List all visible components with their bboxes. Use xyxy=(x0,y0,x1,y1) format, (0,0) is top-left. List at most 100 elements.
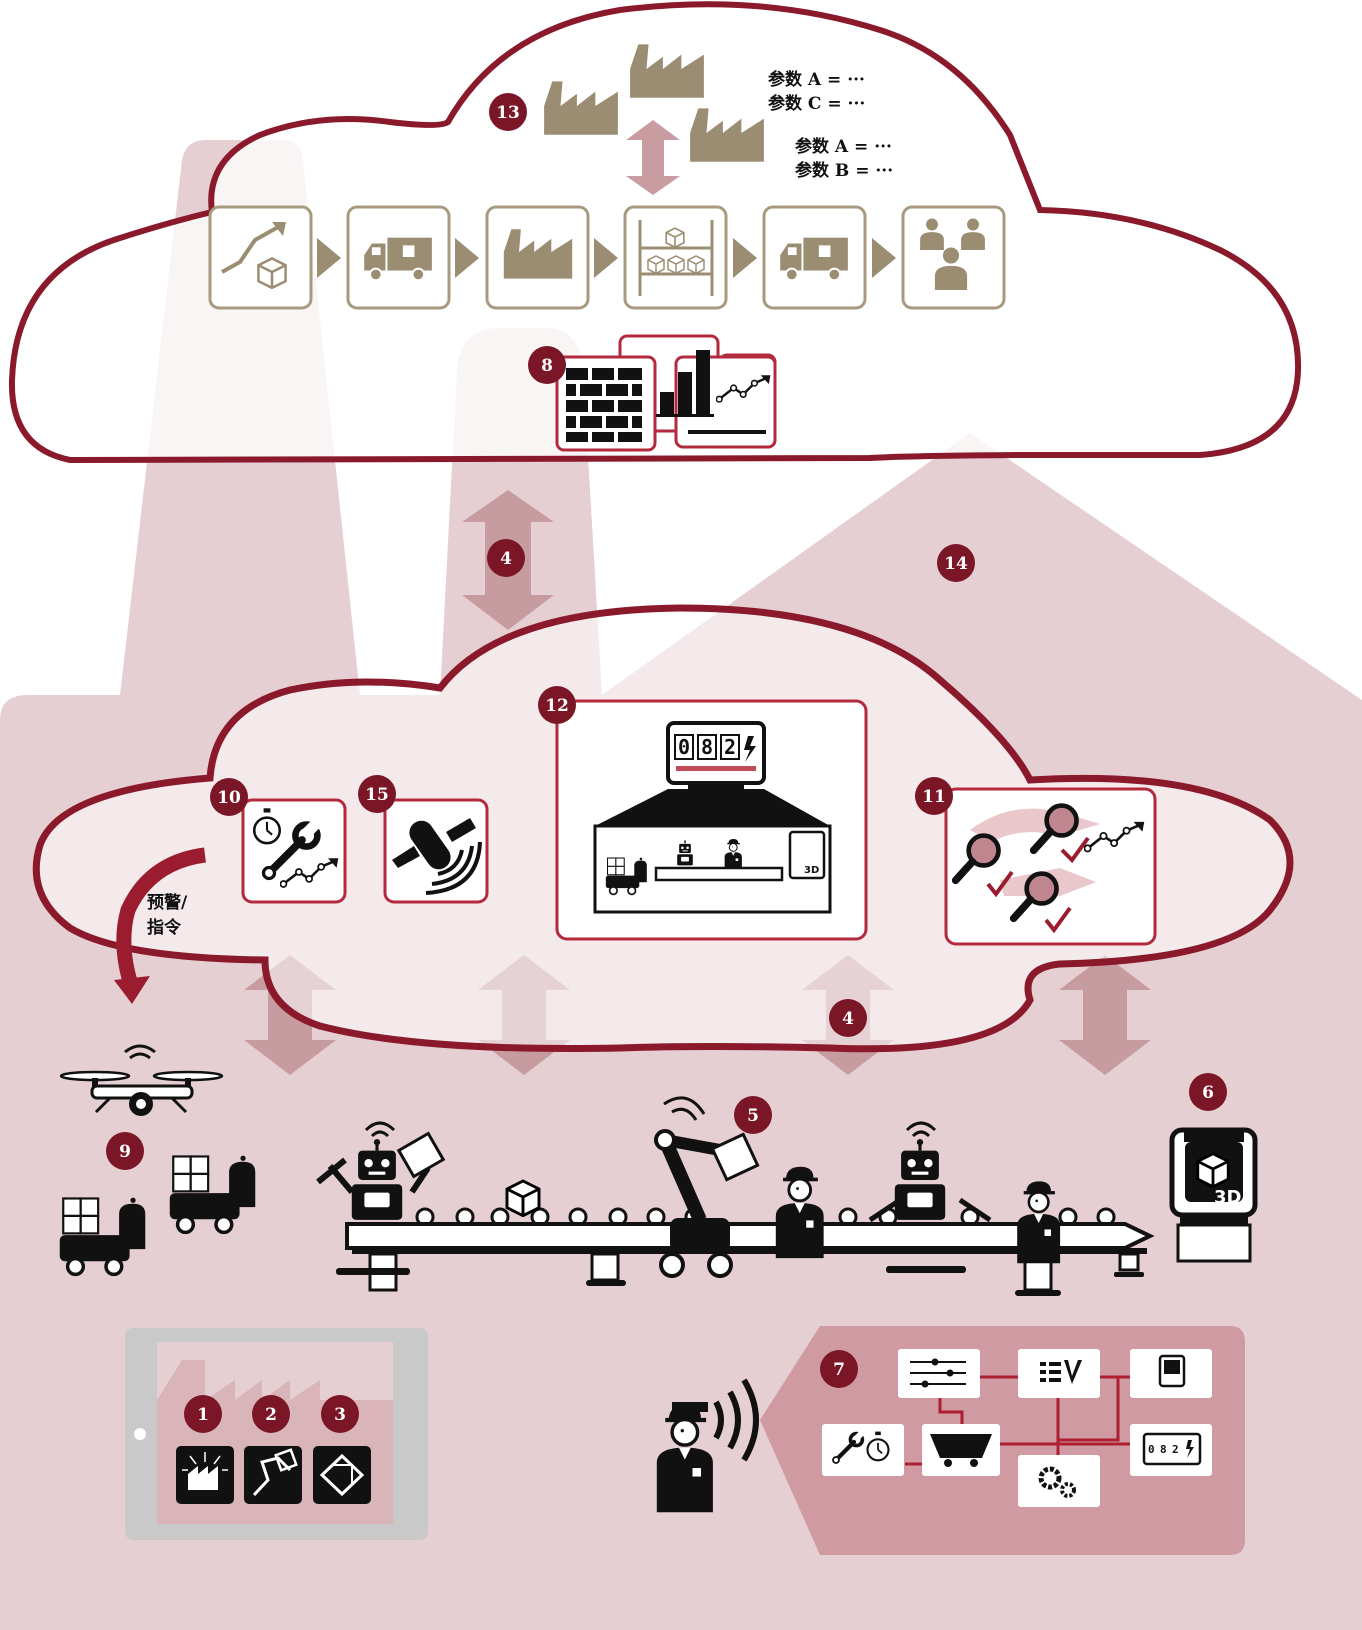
flow-arrow-icon xyxy=(872,238,896,278)
box-icon xyxy=(665,227,685,248)
svg-text:8: 8 xyxy=(541,356,553,376)
svg-text:10: 10 xyxy=(217,788,241,808)
supply-step-truck xyxy=(346,205,451,310)
param-line: 参数 A = ··· xyxy=(768,69,865,90)
quality-inspection-panel xyxy=(944,787,1157,946)
supply-step-warehouse xyxy=(623,205,728,310)
badge-1: 1 xyxy=(184,1395,222,1433)
checkmark-icon xyxy=(1060,836,1090,864)
industrial-robot-arm xyxy=(654,1096,760,1278)
svg-text:4: 4 xyxy=(500,549,512,569)
arrowhead-icon xyxy=(114,976,150,1004)
bar-chart-icon xyxy=(656,350,714,417)
badge-6: 6 xyxy=(1189,1073,1227,1111)
flow-arrow-icon xyxy=(733,238,757,278)
supply-chain-row xyxy=(208,205,1006,310)
lightning-icon xyxy=(744,736,756,762)
parameter-block-lower: 参数 A = ··· 参数 B = ··· xyxy=(795,136,893,181)
svg-text:13: 13 xyxy=(496,103,520,123)
counter-digit: 0 xyxy=(1148,1443,1155,1456)
svg-text:4: 4 xyxy=(842,1009,854,1029)
badge-7: 7 xyxy=(820,1350,858,1388)
supply-step-delivery xyxy=(762,205,867,310)
box-icon xyxy=(257,257,287,289)
badge-14: 14 xyxy=(937,544,975,582)
param-line: 参数 A = ··· xyxy=(795,136,892,157)
badge-4: 4 xyxy=(487,539,525,577)
predictive-maintenance-panel xyxy=(241,798,347,904)
badge-12: 12 xyxy=(538,686,576,724)
badge-11: 11 xyxy=(915,777,953,815)
counter-digit: 8 xyxy=(701,735,713,759)
box-icon xyxy=(505,1179,541,1217)
box-icon xyxy=(1196,1152,1230,1188)
badge-2: 2 xyxy=(252,1395,290,1433)
badge-10: 10 xyxy=(210,778,248,816)
badge-13: 13 xyxy=(489,93,527,131)
svg-text:9: 9 xyxy=(119,1142,131,1162)
digital-twin-panel: 0 8 2 3D xyxy=(555,699,868,941)
hall-roof xyxy=(595,789,830,826)
counter-digit: 2 xyxy=(1172,1443,1179,1456)
brick-wall-icon xyxy=(566,368,642,442)
exchange-arrow-vertical xyxy=(626,120,680,195)
drone-icon xyxy=(59,1044,224,1116)
app-icon-3d-model[interactable] xyxy=(313,1446,371,1504)
svg-text:1: 1 xyxy=(197,1405,209,1425)
app-icon-assembly[interactable] xyxy=(244,1446,302,1504)
badge-9: 9 xyxy=(106,1132,144,1170)
printer-3d-label: 3D xyxy=(1214,1187,1241,1208)
counter-digit: 0 xyxy=(678,735,690,759)
robot-arms-left xyxy=(316,1121,446,1222)
ar-worker xyxy=(657,1378,759,1512)
box-icon xyxy=(647,255,665,274)
svg-text:11: 11 xyxy=(922,787,946,807)
checkmark-icon xyxy=(986,870,1014,898)
badge-4: 4 xyxy=(829,999,867,1037)
flow-arrow-icon xyxy=(455,238,479,278)
trend-line-icon xyxy=(688,373,772,434)
svg-text:12: 12 xyxy=(545,696,569,716)
param-line: 参数 C = ··· xyxy=(768,93,865,114)
svg-text:3: 3 xyxy=(334,1405,346,1425)
tablet-app-panel xyxy=(125,1328,428,1540)
svg-text:15: 15 xyxy=(365,785,389,805)
parameter-block-upper: 参数 A = ··· 参数 C = ··· xyxy=(768,69,865,114)
counter-digit: 2 xyxy=(724,735,736,759)
dashboard-tile-maintenance[interactable] xyxy=(822,1424,904,1476)
alert-label: 预警/ xyxy=(147,892,188,913)
dashboard-tile-cart[interactable] xyxy=(922,1424,1000,1476)
dashboard-tile-counter[interactable]: 0 8 2 xyxy=(1130,1424,1212,1476)
robot-station-right xyxy=(868,1121,992,1223)
3d-printer-icon: 3D xyxy=(1169,1127,1258,1263)
svg-text:5: 5 xyxy=(747,1106,759,1126)
dashboard-tile-list[interactable] xyxy=(1018,1349,1100,1398)
supply-step-factory xyxy=(485,205,590,310)
dashboard-panel: 0 8 2 xyxy=(760,1326,1245,1555)
svg-text:7: 7 xyxy=(833,1360,845,1380)
lightning-icon xyxy=(1186,1440,1194,1458)
box-icon xyxy=(667,255,685,274)
satellite-icon xyxy=(392,818,482,895)
number-badges: 13 8 4 14 12 10 15 11 4 5 6 9 1 2 3 7 xyxy=(106,93,1227,1433)
supply-step-customers xyxy=(901,205,1006,310)
svg-text:6: 6 xyxy=(1202,1083,1214,1103)
satellite-signal-panel xyxy=(383,798,489,904)
badge-15: 15 xyxy=(358,775,396,813)
counter-display: 0 8 2 xyxy=(666,721,766,789)
dashboard-tile-printer[interactable] xyxy=(1130,1349,1212,1398)
badge-8: 8 xyxy=(528,346,566,384)
app-icon-iot-factory[interactable] xyxy=(176,1446,234,1504)
dashboard-tile-sliders[interactable] xyxy=(898,1349,980,1398)
param-line: 参数 B = ··· xyxy=(795,160,893,181)
flow-arrow-icon xyxy=(317,238,341,278)
svg-text:2: 2 xyxy=(265,1405,277,1425)
alert-arrow: 预警/ 指令 xyxy=(114,847,207,1004)
badge-5: 5 xyxy=(734,1096,772,1134)
big-data-cards xyxy=(555,334,777,452)
alert-label: 指令 xyxy=(147,917,182,938)
printer-3d-label: 3D xyxy=(804,865,819,876)
dashboard-tile-gears[interactable] xyxy=(1018,1455,1100,1507)
badge-3: 3 xyxy=(321,1395,359,1433)
